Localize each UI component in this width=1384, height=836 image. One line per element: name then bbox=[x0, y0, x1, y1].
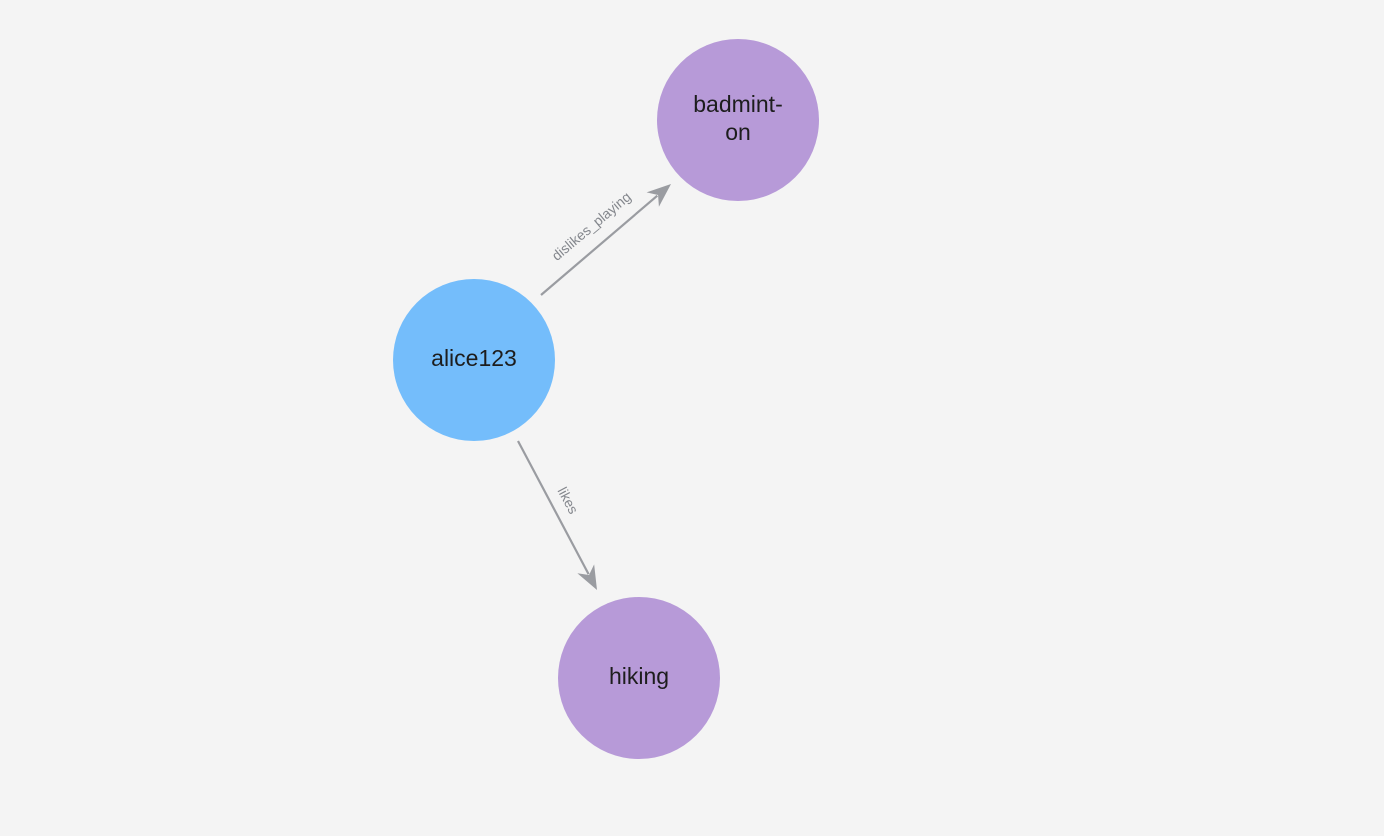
graph-node-alice123[interactable]: alice123 bbox=[393, 279, 555, 441]
node-circle[interactable] bbox=[657, 39, 819, 201]
graph-node-badminton[interactable]: badmint-on bbox=[657, 39, 819, 201]
node-circle[interactable] bbox=[393, 279, 555, 441]
node-circle[interactable] bbox=[558, 597, 720, 759]
edge-arrowhead-icon bbox=[577, 564, 597, 590]
graph-edge[interactable]: dislikes_playing bbox=[540, 184, 671, 296]
nodes-layer: alice123 badmint-on hiking bbox=[393, 39, 819, 759]
graph-node-hiking[interactable]: hiking bbox=[558, 597, 720, 759]
edge-line bbox=[517, 440, 590, 575]
edge-line bbox=[540, 194, 659, 296]
graph-edge[interactable]: likes bbox=[517, 440, 597, 590]
edge-label: likes bbox=[555, 484, 582, 516]
edge-arrowhead-icon bbox=[646, 184, 671, 207]
